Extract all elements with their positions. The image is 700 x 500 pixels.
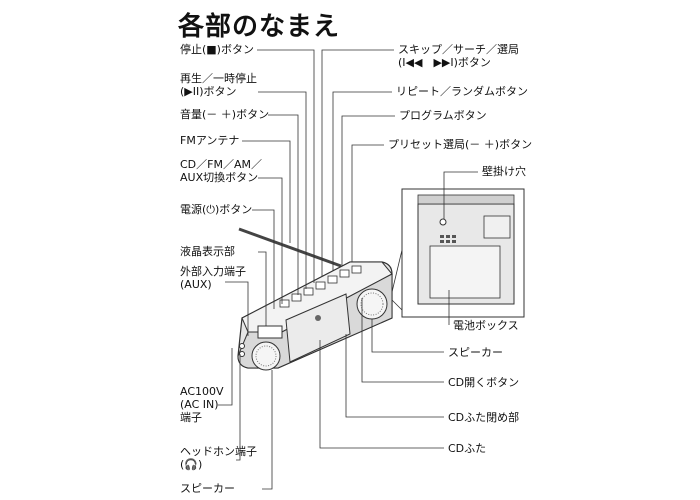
label-aux-2: (AUX) (180, 278, 212, 291)
label-cd-open-button: CD開くボタン (448, 376, 520, 389)
label-mode-switch-2: AUX切換ボタン (180, 171, 259, 184)
label-preset-button: プリセット選局(－ ＋)ボタン (388, 138, 533, 151)
label-program-button: プログラムボタン (399, 109, 487, 122)
wall-hole-shape (439, 218, 447, 226)
label-fm-antenna: FMアンテナ (180, 134, 240, 147)
label-stop-button: 停止(■)ボタン (180, 43, 254, 56)
skip-button-shape (327, 275, 338, 284)
label-volume-button: 音量(－ ＋)ボタン (180, 108, 270, 121)
label-play-pause-1: 再生／一時停止 (180, 72, 257, 85)
label-skip-search-2: (I◀◀ ▶▶I)ボタン (398, 56, 491, 69)
label-left-speaker: スピーカー (180, 482, 235, 495)
page-title: 各部のなまえ (178, 12, 341, 42)
rear-view-inset (391, 188, 525, 318)
label-cd-lid: CDふた (448, 442, 487, 455)
volume-button-shape (303, 287, 314, 296)
label-right-speaker: スピーカー (448, 346, 503, 359)
radio-body (237, 261, 393, 371)
preset-button-shape (351, 265, 362, 274)
stop-button-shape (279, 299, 290, 308)
left-speaker-shape (251, 341, 281, 371)
fm-antenna-rod (238, 227, 342, 268)
label-repeat-random: リピート／ランダムボタン (396, 85, 528, 98)
label-mode-switch-1: CD／FM／AM／ (180, 158, 262, 171)
label-headphone-1: ヘッドホン端子 (180, 445, 257, 458)
label-play-pause-2: (▶II)ボタン (180, 85, 237, 98)
label-skip-search-1: スキップ／サーチ／選局 (398, 43, 519, 56)
play-button-shape (291, 293, 302, 302)
label-aux-1: 外部入力端子 (180, 265, 246, 278)
label-cd-lid-close: CDふた閉め部 (448, 411, 520, 424)
cd-lid-shape (285, 293, 351, 363)
label-battery-box: 電池ボックス (453, 319, 519, 332)
repeat-button-shape (339, 269, 350, 278)
cd-lid-logo (315, 315, 321, 321)
right-speaker-shape (356, 288, 388, 320)
battery-box-shape (429, 245, 501, 299)
mode-button-shape (315, 281, 326, 290)
label-lcd: 液晶表示部 (180, 245, 235, 258)
label-headphone-2: (🎧) (180, 458, 203, 471)
label-ac-in-2: (AC IN) (180, 398, 219, 411)
right-leader-lines (319, 49, 478, 449)
label-wall-hole: 壁掛け穴 (482, 165, 526, 178)
label-ac-in-1: AC100V (180, 385, 224, 398)
label-power-button: 電源(⏻)ボタン (180, 203, 253, 216)
left-leader-lines (218, 49, 315, 490)
lcd-shape (257, 325, 283, 339)
label-ac-in-3: 端子 (180, 411, 202, 424)
